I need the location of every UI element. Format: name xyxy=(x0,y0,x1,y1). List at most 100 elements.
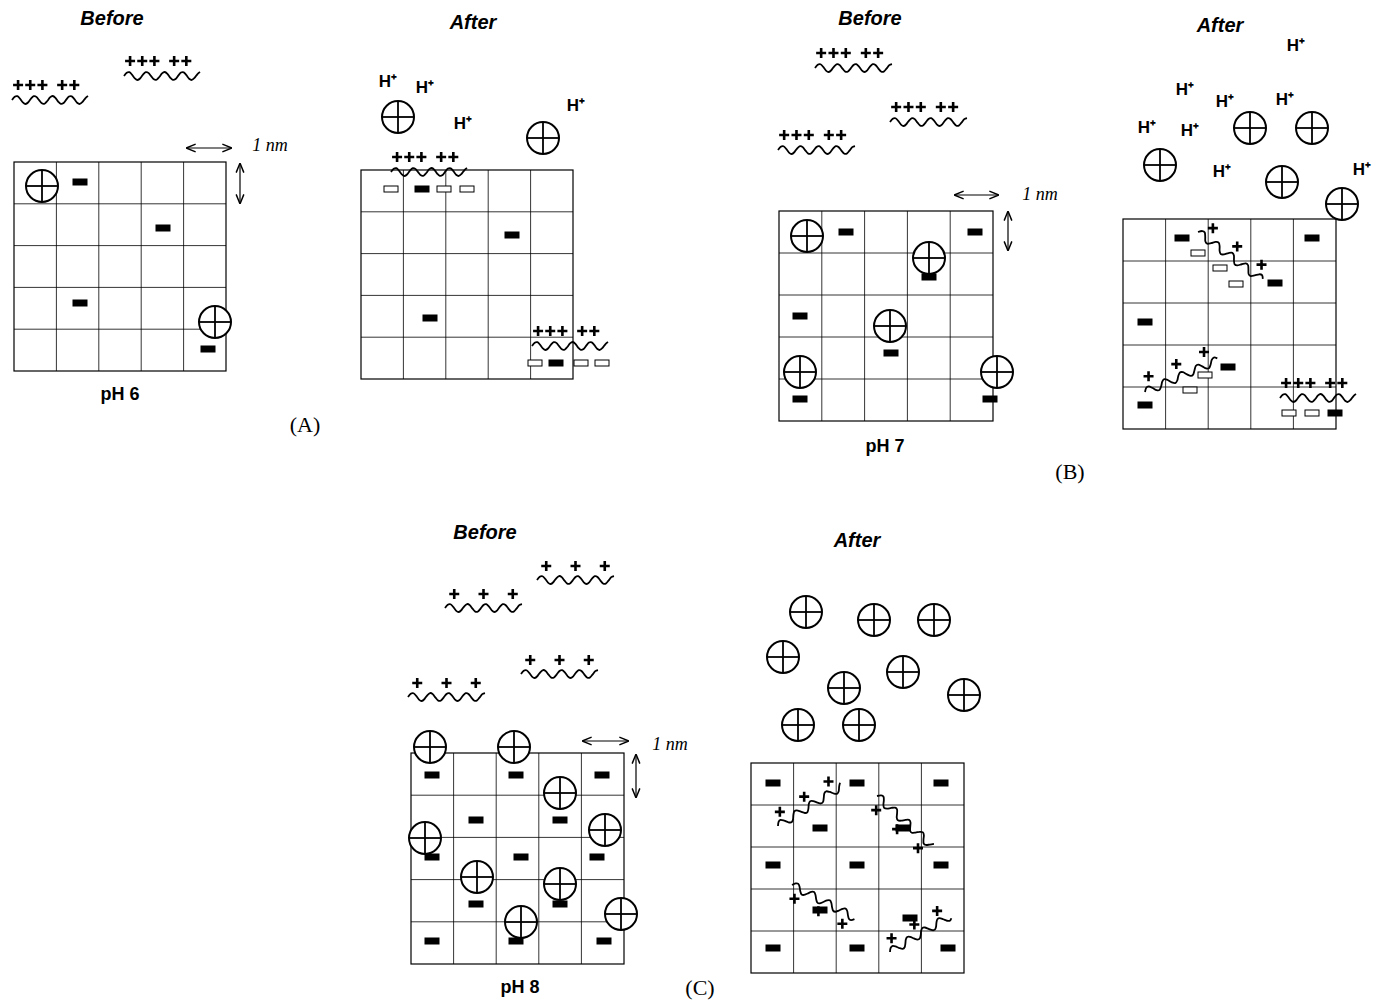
polycation-chain xyxy=(815,64,892,72)
polycation-chain xyxy=(877,795,934,845)
cation-symbol xyxy=(414,731,446,763)
positive-charge xyxy=(69,80,79,90)
scale-arrow xyxy=(955,195,1008,250)
proton-label: H⁺ xyxy=(567,97,585,116)
panel-letter: (A) xyxy=(290,413,321,437)
polycation-chain xyxy=(778,146,855,154)
neutralised-site xyxy=(595,360,609,366)
negative-site xyxy=(1328,410,1342,416)
negative-site xyxy=(766,780,780,786)
cation-symbol xyxy=(858,604,890,636)
positive-charge xyxy=(804,130,814,140)
panel-letter: (C) xyxy=(685,976,714,1000)
cation-symbol xyxy=(1144,149,1176,181)
positive-charge xyxy=(557,326,567,336)
panel-heading: After xyxy=(834,529,881,551)
negative-site xyxy=(595,772,609,778)
surface-grid xyxy=(779,211,993,421)
negative-site xyxy=(553,901,567,907)
negative-site xyxy=(590,854,604,860)
positive-charge xyxy=(891,102,901,112)
negative-site xyxy=(415,186,429,192)
polycation-chain xyxy=(12,96,88,104)
surface-grid xyxy=(14,162,226,371)
proton-label: H⁺ xyxy=(1353,161,1371,180)
negative-site xyxy=(425,938,439,944)
positive-charge xyxy=(841,48,851,58)
cation-symbol xyxy=(790,596,822,628)
neutralised-site xyxy=(1198,372,1212,378)
positive-charge xyxy=(169,56,179,66)
positive-charge xyxy=(1199,347,1209,357)
positive-charge xyxy=(836,130,846,140)
cation-symbol xyxy=(527,122,559,154)
positive-charge xyxy=(799,792,809,802)
cation-symbol xyxy=(1234,112,1266,144)
positive-charge xyxy=(903,102,913,112)
positive-charge xyxy=(436,152,446,162)
proton-label: H⁺ xyxy=(1213,163,1231,182)
neutralised-site xyxy=(384,186,398,192)
negative-site xyxy=(839,229,853,235)
positive-charge xyxy=(137,56,147,66)
proton-label: H⁺ xyxy=(1138,119,1156,138)
panel-heading: Before xyxy=(80,7,143,29)
cation-symbol xyxy=(784,356,816,388)
scale-arrow xyxy=(187,148,240,203)
cation-symbol xyxy=(791,220,823,252)
cation-symbol xyxy=(505,906,537,938)
positive-charge xyxy=(442,678,452,688)
negative-site xyxy=(1268,280,1282,286)
positive-charge xyxy=(932,906,942,916)
positive-charge xyxy=(508,589,518,599)
positive-charge xyxy=(813,906,823,916)
negative-site xyxy=(73,179,87,185)
positive-charge xyxy=(1171,359,1181,369)
polycation-chain xyxy=(890,918,951,952)
positive-charge xyxy=(125,56,135,66)
positive-charge xyxy=(57,80,67,90)
negative-site xyxy=(425,772,439,778)
positive-charge xyxy=(916,102,926,112)
positive-charge xyxy=(449,589,459,599)
negative-site xyxy=(73,300,87,306)
negative-site xyxy=(793,313,807,319)
cation-symbol xyxy=(589,814,621,846)
positive-charge xyxy=(913,843,923,853)
positive-charge xyxy=(533,326,543,336)
panel-heading: After xyxy=(450,11,497,33)
neutralised-site xyxy=(1191,250,1205,256)
polycation-chain xyxy=(1280,394,1356,402)
proton-label: H⁺ xyxy=(1276,91,1294,110)
positive-charge xyxy=(824,130,834,140)
polycation-chain xyxy=(778,783,840,826)
polycation-chain xyxy=(1198,231,1263,279)
negative-site xyxy=(934,862,948,868)
surface-grid xyxy=(411,753,624,964)
cation-symbol xyxy=(382,101,414,133)
polycation-chain xyxy=(1145,357,1217,392)
negative-site xyxy=(597,938,611,944)
neutralised-site xyxy=(460,186,474,192)
neutralised-site xyxy=(528,360,542,366)
positive-charge xyxy=(1232,241,1242,251)
panel-heading: Before xyxy=(838,7,901,29)
positive-charge xyxy=(471,678,481,688)
cation-symbol xyxy=(461,861,493,893)
proton-label: H⁺ xyxy=(1287,37,1305,56)
panel-letter: (B) xyxy=(1055,460,1084,484)
cation-symbol xyxy=(199,306,231,338)
positive-charge xyxy=(1257,260,1267,270)
positive-charge xyxy=(181,56,191,66)
positive-charge xyxy=(1293,378,1303,388)
positive-charge xyxy=(416,152,426,162)
positive-charge xyxy=(25,80,35,90)
panel-heading: Before xyxy=(453,521,516,543)
cation-symbol xyxy=(498,731,530,763)
cation-symbol xyxy=(981,356,1013,388)
negative-site xyxy=(553,817,567,823)
positive-charge xyxy=(816,48,826,58)
positive-charge xyxy=(791,130,801,140)
cation-symbol xyxy=(913,242,945,274)
negative-site xyxy=(425,854,439,860)
